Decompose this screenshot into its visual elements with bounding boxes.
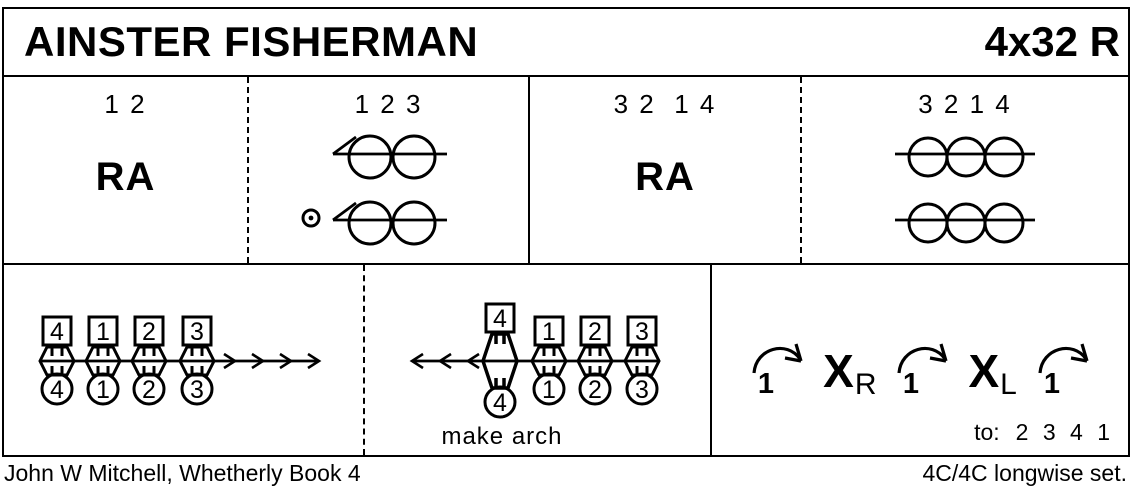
allemande-symbols	[301, 134, 447, 246]
svg-text:2: 2	[142, 318, 156, 346]
svg-text:3: 3	[190, 376, 204, 404]
svg-text:1: 1	[96, 318, 110, 346]
svg-text:4: 4	[493, 305, 507, 333]
bars-heading: 3 2 1 4	[613, 89, 717, 119]
set-type: 4C/4C longwise set.	[922, 460, 1127, 486]
svg-text:4: 4	[50, 376, 64, 404]
svg-text:3: 3	[190, 318, 204, 346]
svg-text:2: 2	[588, 376, 602, 404]
three-circle-line-icon	[895, 202, 1035, 244]
cross-right-label: X R	[823, 345, 877, 401]
bars-heading: 1 2 3	[354, 89, 423, 119]
deviser-credit: John W Mitchell, Whetherly Book 4	[4, 460, 361, 486]
promenade-left-figure: 4 4 1 1 2	[410, 302, 661, 450]
svg-text:1: 1	[758, 368, 774, 397]
turn-cross-sequence: 1 X R 1 X L	[712, 335, 1128, 401]
svg-text:3: 3	[635, 318, 649, 346]
svg-text:2: 2	[588, 318, 602, 346]
make-arch-cell: 4 4 1 1 2	[363, 265, 710, 455]
figure-ra-label: RA	[95, 154, 156, 199]
couple-symbol: 1 1	[84, 315, 122, 406]
make-arch-caption: make arch	[441, 423, 562, 450]
couple-symbol: 3 3	[178, 315, 216, 406]
bars-row: 1 2 RA 1 2 3	[4, 77, 1128, 263]
to-label: to:	[974, 419, 1000, 445]
svg-text:1: 1	[903, 368, 919, 397]
arch-couple-symbol: 4 4	[481, 302, 519, 419]
bars-cell-3: 3 2 1 4 RA	[528, 77, 800, 263]
turn-arrow-icon: 1	[1038, 343, 1089, 397]
three-circle-line-icon	[895, 136, 1035, 178]
dot-in-circle-icon	[301, 208, 321, 228]
dance-title: AINSTER FISHERMAN	[24, 18, 479, 65]
progression-row: 4 4 1 1 2	[4, 263, 1128, 455]
cross-left-label: X L	[968, 345, 1017, 401]
title-row: AINSTER FISHERMAN 4x32 R	[4, 9, 1128, 77]
couple-symbol: 2 2	[576, 315, 614, 406]
turn-cross-cell: 1 X R 1 X L	[710, 265, 1128, 455]
diagram-frame: AINSTER FISHERMAN 4x32 R 1 2 RA 1 2 3	[2, 7, 1130, 457]
svg-text:3: 3	[635, 376, 649, 404]
bars-cell-2: 1 2 3	[247, 77, 528, 263]
figure-ra-label: RA	[635, 154, 695, 199]
couple-symbol: 2 2	[130, 315, 168, 406]
svg-text:1: 1	[1044, 368, 1060, 397]
promenade-right-figure: 4 4 1 1 2	[38, 315, 321, 406]
svg-text:4: 4	[493, 389, 507, 417]
two-circle-allemande-arrow-icon	[332, 134, 447, 180]
three-couple-symbols	[895, 136, 1035, 244]
couple-symbol: 3 3	[623, 315, 661, 406]
svg-text:4: 4	[50, 318, 64, 346]
turn-arrow-icon: 1	[752, 343, 803, 397]
couple-symbol: 1 1	[530, 315, 568, 406]
repeat-code: 4x32 R	[984, 18, 1120, 65]
bars-cell-1: 1 2 RA	[4, 77, 247, 263]
finishing-order: to: 2 3 4 1	[974, 419, 1114, 446]
bars-heading: 3 2 1 4	[918, 89, 1012, 119]
bars-cell-4: 3 2 1 4	[800, 77, 1128, 263]
bars-heading: 1 2	[104, 89, 147, 119]
to-order: 2 3 4 1	[1015, 419, 1114, 445]
svg-text:1: 1	[542, 318, 556, 346]
svg-text:1: 1	[96, 376, 110, 404]
svg-text:1: 1	[542, 376, 556, 404]
turn-arrow-icon: 1	[897, 343, 949, 397]
couple-symbol: 4 4	[38, 315, 76, 406]
promenade-right-cell: 4 4 1 1 2	[4, 265, 363, 455]
two-circle-allemande-arrow-icon	[332, 200, 447, 246]
svg-text:2: 2	[142, 376, 156, 404]
